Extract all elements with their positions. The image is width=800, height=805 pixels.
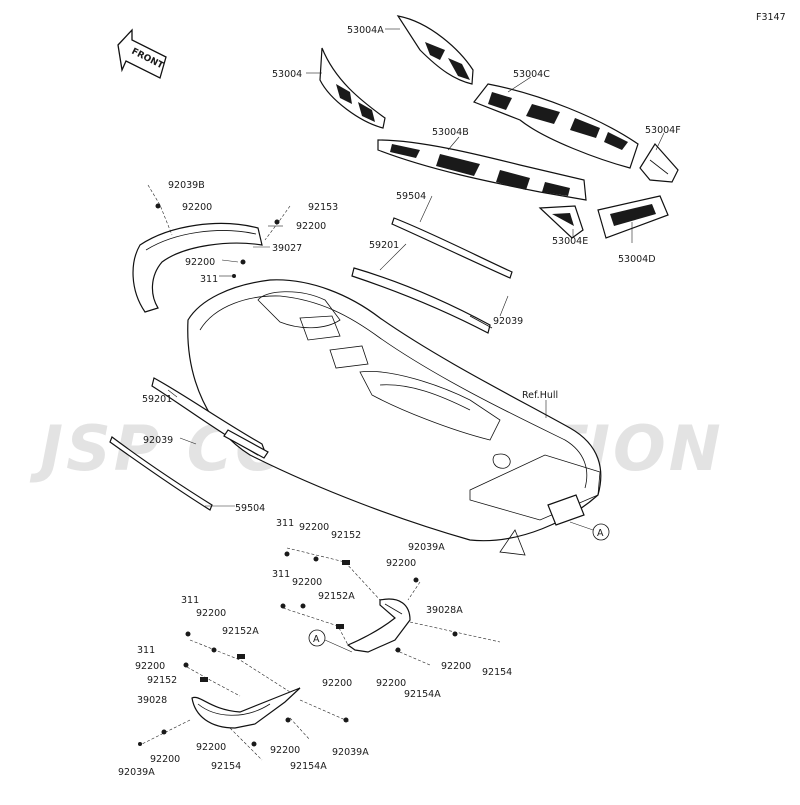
- decal-53004: [319, 47, 386, 129]
- label-92039-b: 92039: [143, 435, 173, 446]
- label-59201-b: 59201: [142, 394, 172, 405]
- label-92200-k: 92200: [441, 661, 471, 672]
- label-311-e: 311: [137, 645, 155, 656]
- label-53004E: 53004E: [552, 236, 588, 247]
- rear-handle-39028A: [346, 598, 411, 653]
- label-92200-n: 92200: [150, 754, 180, 765]
- label-92152A-b: 92152A: [222, 626, 259, 637]
- label-39027: 39027: [272, 243, 302, 254]
- label-92200-l: 92200: [196, 742, 226, 753]
- decal-53004D: [597, 195, 669, 239]
- label-92152-a: 92152: [331, 530, 361, 541]
- label-92039B: 92039B: [168, 180, 205, 191]
- label-92200-i: 92200: [322, 678, 352, 689]
- label-53004D: 53004D: [618, 254, 656, 265]
- fastener-dots: [138, 203, 458, 747]
- label-92154A-b: 92154A: [290, 761, 327, 772]
- label-92200-m: 92200: [270, 745, 300, 756]
- label-311-d: 311: [181, 595, 199, 606]
- label-92200-a: 92200: [182, 202, 212, 213]
- label-92154A-a: 92154A: [404, 689, 441, 700]
- strip-59201-left: [151, 377, 269, 459]
- decal-53004C: [473, 83, 639, 169]
- label-53004A: 53004A: [347, 25, 384, 36]
- label-92039-a: 92039: [493, 316, 523, 327]
- label-311-b: 311: [276, 518, 294, 529]
- label-92154-a: 92154: [482, 667, 512, 678]
- decal-53004F: [639, 143, 679, 183]
- strip-59201-upper: [351, 267, 493, 334]
- label-92152-b: 92152: [147, 675, 177, 686]
- label-92200-h: 92200: [135, 661, 165, 672]
- hull-assembly: [187, 279, 602, 556]
- label-92152A-a: 92152A: [318, 591, 355, 602]
- label-59504-b: 59504: [235, 503, 265, 514]
- label-53004B: 53004B: [432, 127, 469, 138]
- label-53004C: 53004C: [513, 69, 550, 80]
- label-92154-b: 92154: [211, 761, 241, 772]
- svg-text:A: A: [597, 528, 604, 539]
- label-311-a: 311: [200, 274, 218, 285]
- label-311-c: 311: [272, 569, 290, 580]
- label-39028: 39028: [137, 695, 167, 706]
- label-92039A-c: 92039A: [118, 767, 155, 778]
- label-92039A-a: 92039A: [408, 542, 445, 553]
- grab-handle-39027: [132, 222, 263, 313]
- decal-53004A: [396, 15, 474, 85]
- figure-id: F3147: [756, 12, 786, 23]
- label-92039A-b: 92039A: [332, 747, 369, 758]
- part-labels: 53004A 53004 53004C 53004B 53004F 53004E…: [118, 25, 681, 778]
- label-92200-d: 92200: [299, 522, 329, 533]
- label-92153: 92153: [308, 202, 338, 213]
- label-92200-g: 92200: [196, 608, 226, 619]
- decal-53004B: [377, 139, 587, 201]
- decal-53004E: [538, 205, 584, 239]
- front-arrow-icon: FRONT: [117, 28, 167, 79]
- strip-59504-upper: [391, 217, 513, 279]
- ref-hull-label: Ref.Hull: [522, 390, 558, 401]
- strip-59504-left: [109, 436, 213, 511]
- label-53004F: 53004F: [645, 125, 681, 136]
- label-92200-c: 92200: [185, 257, 215, 268]
- label-53004: 53004: [272, 69, 302, 80]
- label-92200-j: 92200: [376, 678, 406, 689]
- rear-handle-39028: [191, 687, 301, 729]
- svg-text:A: A: [313, 634, 320, 645]
- label-92200-b: 92200: [296, 221, 326, 232]
- callout-a-hull: A: [569, 521, 610, 541]
- label-92200-e: 92200: [386, 558, 416, 569]
- label-39028A: 39028A: [426, 605, 463, 616]
- label-59504-a: 59504: [396, 191, 426, 202]
- label-92200-f: 92200: [292, 577, 322, 588]
- callout-a-rear: A: [308, 629, 353, 653]
- label-59201-a: 59201: [369, 240, 399, 251]
